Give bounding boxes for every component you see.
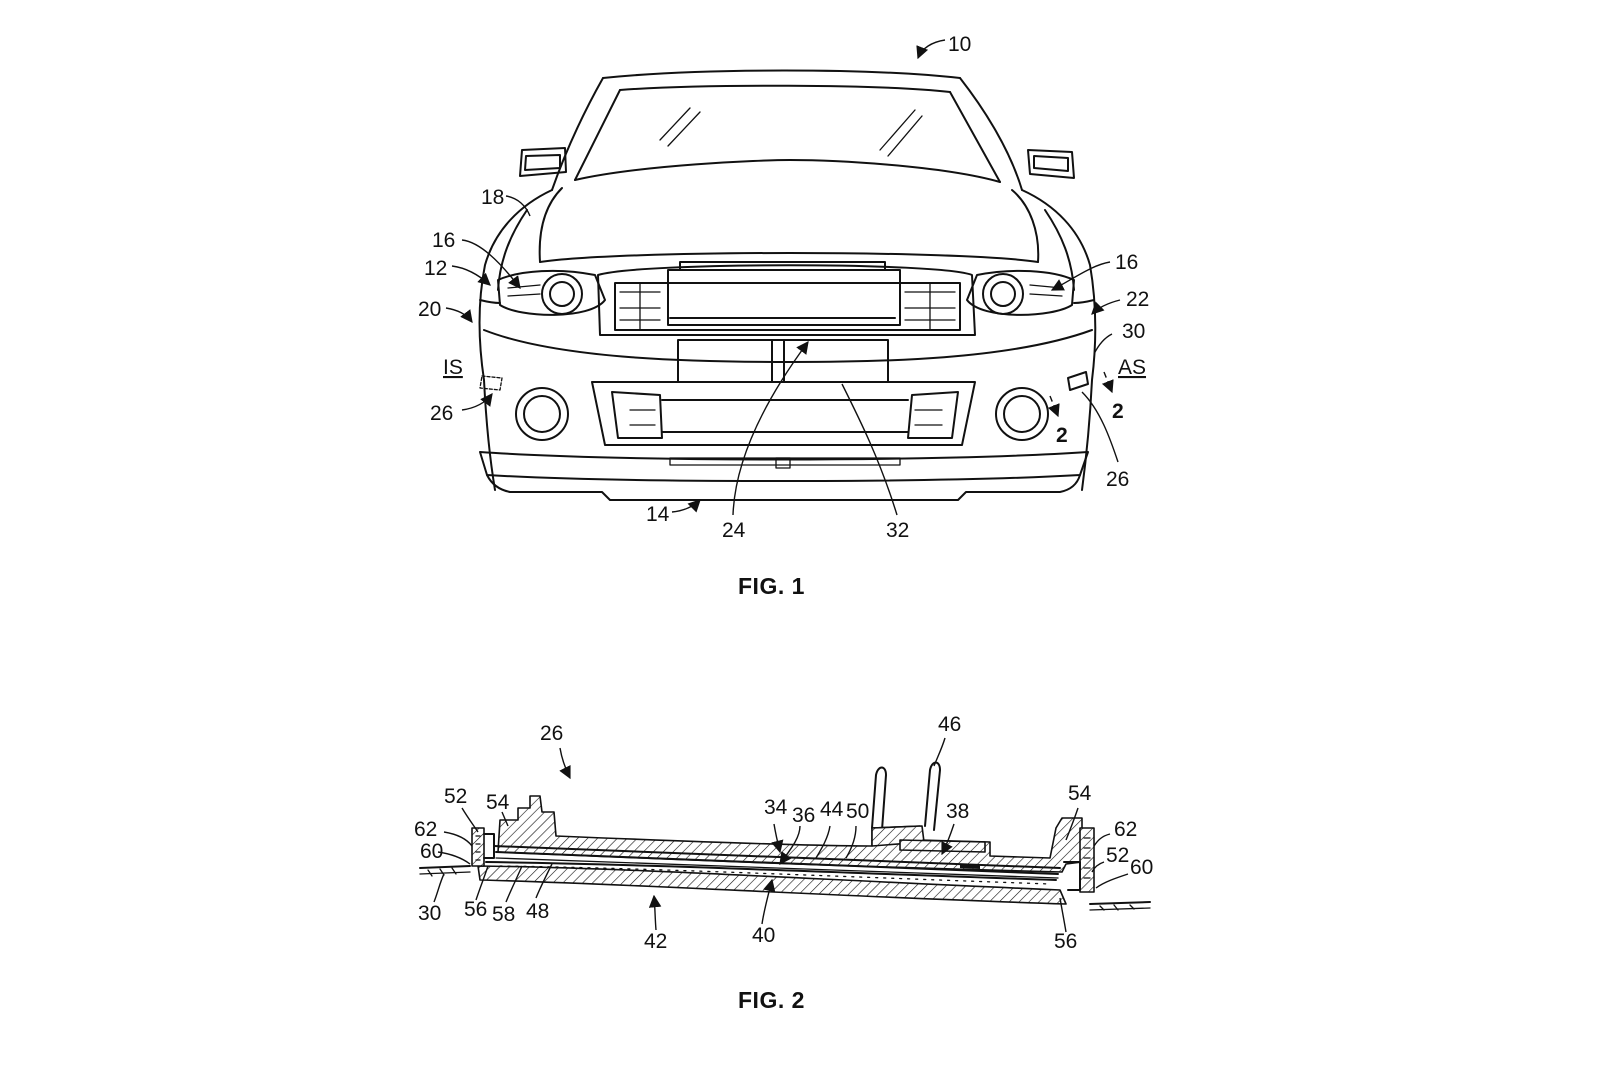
- ref-label-14: 14: [646, 503, 670, 526]
- ref-label-54-left: 54: [486, 791, 510, 814]
- figure-1-vehicle-front-view: 10 18 16 16 12 20 22 30 IS AS 26 26 2 2 …: [418, 33, 1149, 599]
- ref-label-46: 46: [938, 713, 961, 736]
- ref-label-60-right: 60: [1130, 856, 1153, 879]
- ref-label-56-right: 56: [1054, 930, 1077, 953]
- ref-label-38: 38: [946, 800, 969, 823]
- ref-label-10: 10: [948, 33, 971, 56]
- ref-label-26-right: 26: [1106, 468, 1129, 491]
- ref-label-26: 26: [540, 722, 563, 745]
- ref-label-32: 32: [886, 519, 909, 542]
- ref-label-16-right: 16: [1115, 251, 1138, 274]
- ref-label-50: 50: [846, 800, 869, 823]
- ref-label-30: 30: [1122, 320, 1145, 343]
- ref-label-52-left: 52: [444, 785, 467, 808]
- ref-label-2-right: 2: [1112, 400, 1124, 423]
- ref-label-54-right: 54: [1068, 782, 1092, 805]
- figure-2-sensor-cross-section: 26 46 52 54 62 60 30 56 58 48 34 36 44 5…: [414, 713, 1153, 1013]
- ref-label-2-left: 2: [1056, 424, 1068, 447]
- ref-label-44: 44: [820, 798, 844, 821]
- ref-label-60-left: 60: [420, 840, 443, 863]
- ref-label-52-right: 52: [1106, 844, 1129, 867]
- ref-label-48: 48: [526, 900, 549, 923]
- ref-label-20: 20: [418, 298, 441, 321]
- figure-1-caption: FIG. 1: [738, 573, 805, 599]
- ref-label-40: 40: [752, 924, 775, 947]
- ref-label-as: AS: [1118, 356, 1146, 379]
- ref-label-18: 18: [481, 186, 504, 209]
- ref-label-12: 12: [424, 257, 447, 280]
- ref-label-30: 30: [418, 902, 441, 925]
- ref-label-34: 34: [764, 796, 788, 819]
- ref-label-62-left: 62: [414, 818, 437, 841]
- figure-2-caption: FIG. 2: [738, 987, 805, 1013]
- ref-label-26-left: 26: [430, 402, 453, 425]
- ref-label-42: 42: [644, 930, 667, 953]
- ref-label-is: IS: [443, 356, 463, 379]
- ref-label-56-left: 56: [464, 898, 487, 921]
- ref-label-22: 22: [1126, 288, 1149, 311]
- ref-label-36: 36: [792, 804, 815, 827]
- ref-label-24: 24: [722, 519, 746, 542]
- ref-label-16-left: 16: [432, 229, 455, 252]
- ref-label-58: 58: [492, 903, 515, 926]
- ref-label-62-right: 62: [1114, 818, 1137, 841]
